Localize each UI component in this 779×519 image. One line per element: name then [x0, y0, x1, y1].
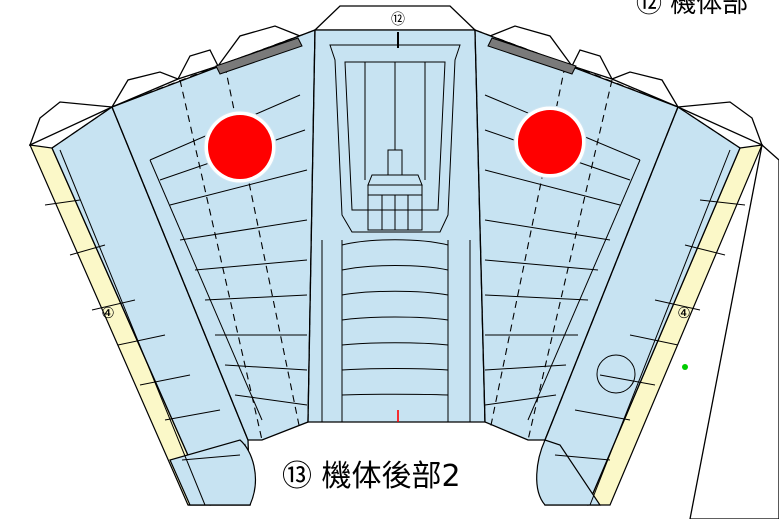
top-join-marker: ⑫: [391, 12, 405, 28]
left-tab-4: [28, 101, 115, 147]
cockpit-inner: [344, 61, 446, 211]
left-tab-marker: ④: [101, 304, 114, 322]
glue-tabs: [28, 5, 779, 519]
green-dot-marker: [682, 364, 688, 370]
part-caption: ⑬ 機体後部2: [282, 459, 461, 494]
center-panel: [307, 29, 486, 423]
hinomaru-right-icon: [513, 105, 587, 179]
center-structure: [321, 32, 471, 422]
right-tab-4: [675, 101, 764, 147]
left-dark-panel: [215, 37, 303, 75]
right-tab-marker: ④: [677, 304, 690, 322]
circle-hatch-icon: [596, 354, 636, 394]
right-tab-2: [571, 49, 614, 81]
right-dark-panel: [487, 37, 577, 75]
cockpit-outline: [329, 44, 461, 233]
bottom-right-round: [536, 439, 602, 506]
right-side-tab: [689, 143, 779, 519]
left-tab-3: [110, 71, 180, 109]
top-corner-title: ⑫ 機体部: [636, 0, 748, 19]
fold-lines: [51, 29, 741, 441]
right-tab-3: [610, 71, 680, 109]
hinomaru-left-icon: [203, 110, 277, 184]
bottom-left-round: [169, 439, 257, 506]
left-tab-2: [176, 49, 219, 81]
